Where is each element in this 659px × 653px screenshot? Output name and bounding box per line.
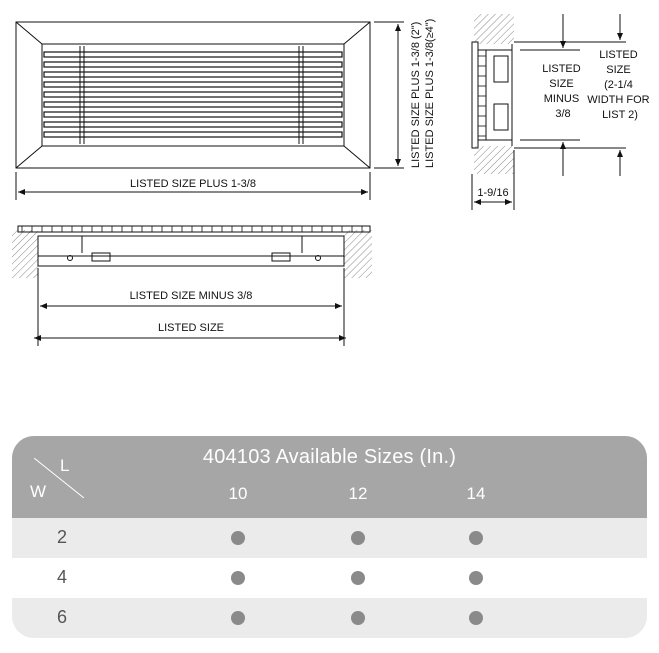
front-height-label-1: LISTED SIZE PLUS 1-3/8 (2") bbox=[410, 22, 422, 168]
top-dimensions bbox=[34, 268, 346, 346]
table-row: 2 bbox=[12, 518, 647, 558]
front-width-dimension bbox=[15, 172, 371, 200]
corner-diagonal bbox=[34, 458, 84, 498]
table-title: 404103 Available Sizes (In.) bbox=[202, 446, 457, 468]
table-header: 404103 Available Sizes (In.) L W 10 12 1… bbox=[12, 436, 647, 518]
availability-dot bbox=[469, 611, 483, 625]
table-row: 6 bbox=[12, 598, 647, 638]
side-dimensions bbox=[471, 14, 626, 210]
row-width-label: 2 bbox=[56, 527, 67, 547]
row-width-label: 6 bbox=[56, 607, 67, 627]
availability-dot bbox=[469, 531, 483, 545]
column-header-length: 10 bbox=[228, 484, 248, 503]
table-row: 4 bbox=[12, 558, 647, 598]
section-listed-label: LISTED SIZE bbox=[158, 322, 224, 334]
availability-dot bbox=[351, 571, 365, 585]
front-view bbox=[15, 21, 371, 169]
front-height-dimension bbox=[374, 21, 404, 169]
side-label-a: LISTED SIZE MINUS 3/8 bbox=[542, 63, 584, 120]
availability-dot bbox=[469, 571, 483, 585]
corner-w-label: W bbox=[30, 482, 47, 501]
corner-l-label: L bbox=[60, 456, 70, 475]
grille-technical-drawing: LISTED SIZE PLUS 1-3/8 LISTED SIZE PLUS … bbox=[12, 14, 652, 346]
availability-dot bbox=[231, 611, 245, 625]
availability-dot bbox=[351, 531, 365, 545]
availability-dot bbox=[231, 531, 245, 545]
top-section bbox=[12, 225, 372, 278]
available-sizes-table: 404103 Available Sizes (In.) L W 10 12 1… bbox=[12, 436, 647, 638]
side-label-b: LISTED SIZE (2-1/4 WIDTH FOR LIST 2) bbox=[587, 49, 652, 121]
availability-dot bbox=[351, 611, 365, 625]
availability-dot bbox=[231, 571, 245, 585]
side-section bbox=[471, 14, 514, 174]
section-minus-label: LISTED SIZE MINUS 3/8 bbox=[130, 290, 253, 302]
front-height-label-2: LISTED SIZE PLUS 1-3/8(≥4") bbox=[424, 19, 436, 168]
column-header-length: 12 bbox=[348, 484, 368, 503]
side-depth-label: 1-9/16 bbox=[477, 187, 508, 199]
column-header-length: 14 bbox=[466, 484, 486, 503]
row-width-label: 4 bbox=[56, 567, 67, 587]
front-width-label: LISTED SIZE PLUS 1-3/8 bbox=[130, 178, 256, 190]
